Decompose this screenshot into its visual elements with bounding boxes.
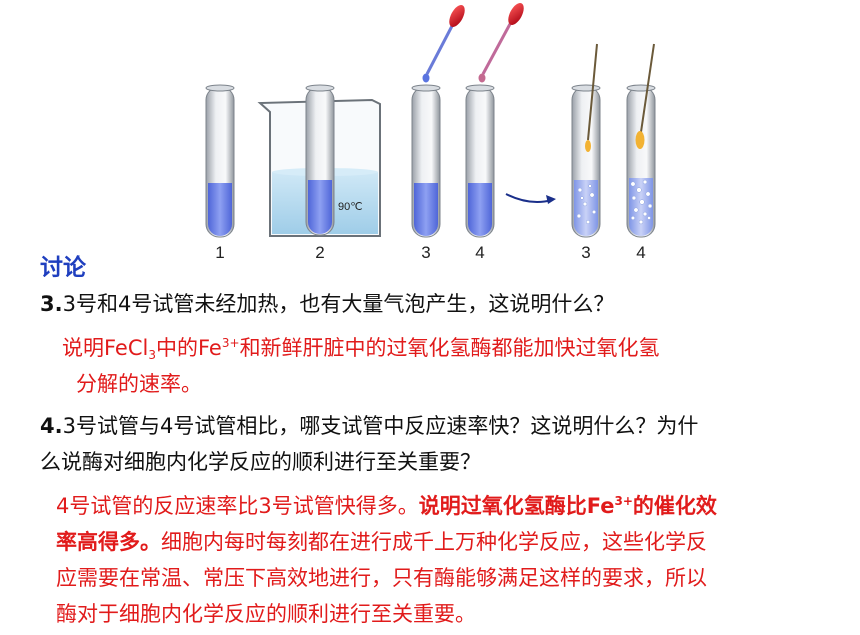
answer-3-text-b: 中的Fe	[156, 336, 222, 360]
question-3: 3.3号和4号试管未经加热，也有大量气泡产生，这说明什么？	[40, 288, 614, 318]
tube-label-3-result: 3	[581, 243, 590, 262]
question-4-line-1: 4.3号试管与4号试管相比，哪支试管中反应速率快？这说明什么？为什	[40, 410, 698, 440]
question-4-number: 4.	[40, 414, 63, 438]
answer-3-text-a: 说明FeCl	[62, 336, 149, 360]
experiment-diagram: 90℃	[205, 3, 656, 262]
answer-4-text-e: 细胞内每时每刻都在进行成千上万种化学反应，这些化学反	[161, 530, 707, 554]
answer-3-line-1: 说明FeCl3中的Fe3+和新鲜肝脏中的过氧化氢酶都能加快过氧化氢	[62, 332, 660, 362]
test-tube-1	[205, 84, 235, 238]
answer-4-text-c: 的催化效	[632, 494, 717, 518]
test-tube-3	[411, 84, 441, 238]
dropper-3	[422, 5, 465, 83]
question-4-text-1: 3号试管与4号试管相比，哪支试管中反应速率快？这说明什么？为什	[62, 414, 699, 438]
answer-4-text-a: 4号试管的反应速率比3号试管快得多。	[56, 494, 419, 518]
tube-label-3: 3	[421, 243, 430, 262]
answer-4-superscript: 3+	[614, 494, 633, 508]
question-4-line-2: 么说酶对细胞内化学反应的顺利进行至关重要？	[40, 450, 481, 474]
answer-4-line-1: 4号试管的反应速率比3号试管快得多。说明过氧化氢酶比Fe3+的催化效	[56, 490, 717, 520]
test-tube-3-result	[571, 43, 601, 238]
answer-3-text-c: 和新鲜肝脏中的过氧化氢酶都能加快过氧化氢	[239, 336, 660, 360]
test-tube-2	[305, 84, 335, 236]
question-3-text: 3号和4号试管未经加热，也有大量气泡产生，这说明什么？	[62, 292, 615, 316]
answer-3-subscript: 3	[148, 348, 156, 362]
answer-4-line-4: 酶对于细胞内化学反应的顺利进行至关重要。	[56, 602, 476, 626]
temperature-label: 90℃	[338, 201, 363, 213]
section-heading: 讨论	[40, 255, 86, 281]
test-tube-4-result	[626, 43, 656, 238]
tube-label-4-result: 4	[636, 243, 645, 262]
answer-4-line-3: 应需要在常温、常压下高效地进行，只有酶能够满足这样的要求，所以	[56, 566, 707, 590]
answer-3-superscript: 3+	[221, 336, 240, 350]
answer-4-text-d: 率高得多。	[56, 530, 161, 554]
tube-label-2: 2	[315, 243, 324, 262]
answer-3-line-2: 分解的速率。	[76, 372, 202, 396]
answer-4-line-2: 率高得多。细胞内每时每刻都在进行成千上万种化学反应，这些化学反	[56, 526, 707, 556]
test-tube-4	[465, 84, 495, 238]
question-3-number: 3.	[40, 292, 63, 316]
answer-4-text-b: 说明过氧化氢酶比Fe	[418, 494, 615, 518]
dropper-4	[478, 3, 524, 83]
tube-label-4: 4	[475, 243, 484, 262]
tube-label-1: 1	[215, 243, 224, 262]
process-arrow	[505, 193, 556, 204]
